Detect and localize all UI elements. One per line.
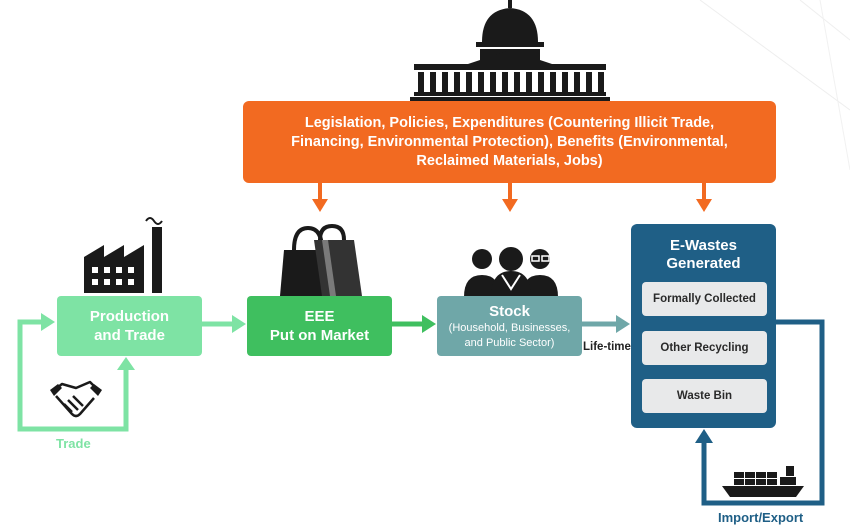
- trade-loop: [17, 319, 129, 432]
- banner-line-3: Reclaimed Materials, Jobs): [416, 152, 603, 169]
- import-export-loop: [701, 319, 825, 506]
- eee-stock-arrow: [422, 315, 436, 333]
- banner-line-2: Financing, Environmental Protection), Be…: [291, 133, 728, 150]
- eee-line-1: EEE: [304, 308, 335, 325]
- import-export-arrow-up: [695, 429, 713, 443]
- trade-arrow-right: [41, 313, 55, 331]
- ewaste-title-1: E-Wastes: [670, 237, 737, 254]
- ewaste-title-2: Generated: [666, 255, 741, 272]
- prod-eee-arrow: [232, 315, 246, 333]
- formally-collected-box: Formally Collected: [642, 282, 767, 316]
- eee-line-2: Put on Market: [269, 327, 370, 344]
- stock-subtitle-2: and Public Sector): [464, 336, 555, 349]
- stock-title: Stock: [489, 302, 530, 320]
- handshake-icon: [50, 380, 102, 418]
- production-line-2: and Trade: [94, 327, 165, 344]
- banner-line-1: Legislation, Policies, Expenditures (Cou…: [304, 114, 715, 131]
- cargo-ship-icon: [722, 466, 804, 497]
- stock-subtitle-1: (Household, Businesses,: [448, 321, 571, 334]
- import-export-label: Import/Export: [718, 510, 804, 525]
- factory-icon: [84, 217, 163, 293]
- stock-ewaste-arrow: [616, 315, 630, 333]
- production-trade-box: Production and Trade: [57, 296, 202, 356]
- policy-banner: Legislation, Policies, Expenditures (Cou…: [243, 101, 776, 183]
- ewaste-box: E-Wastes Generated Formally Collected Ot…: [631, 224, 776, 428]
- capitol-icon: [410, 0, 610, 102]
- trade-label: Trade: [56, 436, 91, 451]
- eee-box: EEE Put on Market: [247, 296, 392, 356]
- waste-bin-box: Waste Bin: [642, 379, 767, 413]
- orange-arrows: [312, 183, 712, 212]
- lifetime-label: Life-time: [583, 341, 631, 353]
- production-line-1: Production: [89, 308, 170, 325]
- shopping-bags-icon: [280, 224, 362, 296]
- trade-arrow-up: [117, 357, 135, 370]
- stock-box: Stock (Household, Businesses, and Public…: [437, 296, 582, 356]
- other-recycling-box: Other Recycling: [642, 331, 767, 365]
- people-icon: [464, 247, 558, 297]
